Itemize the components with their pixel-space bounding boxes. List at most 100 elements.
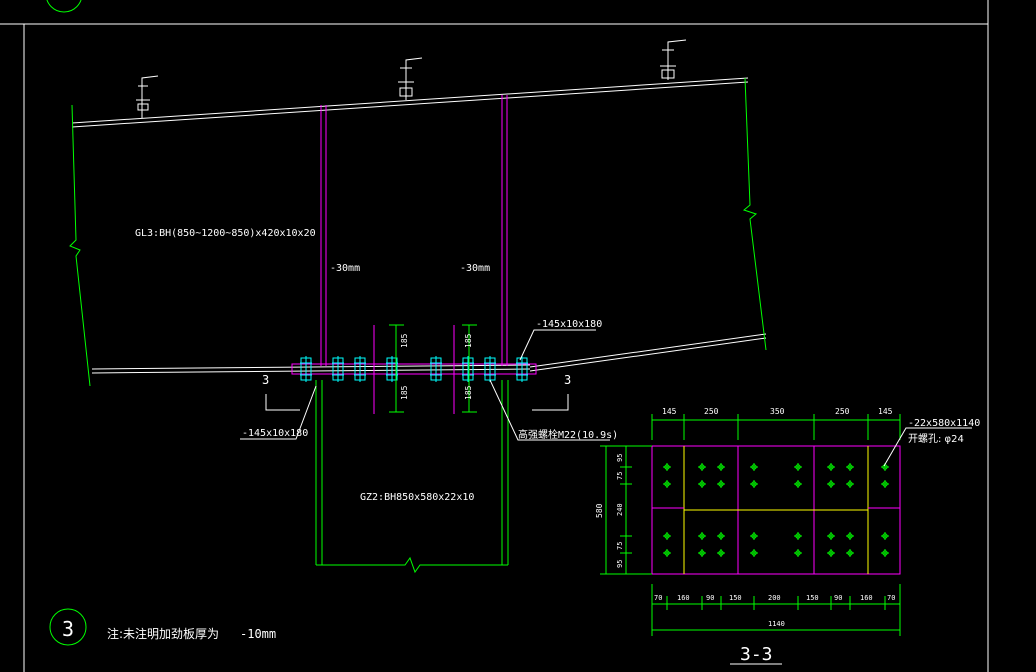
purlin-bracket-2	[398, 57, 423, 100]
bolt-hole	[881, 480, 889, 488]
bolt-leader	[489, 379, 610, 441]
bolts	[300, 356, 528, 382]
section-stiffener-lines	[652, 446, 900, 574]
bolt	[516, 356, 528, 382]
bolt-dim-lower-left: 185	[400, 385, 409, 400]
plate-leader-top	[519, 329, 596, 361]
beam-break-lines	[69, 77, 767, 387]
bolt-hole	[698, 480, 706, 488]
bolt-hole	[698, 463, 706, 471]
bolt-dim-lower-right: 185	[464, 385, 473, 400]
bolt-hole	[827, 532, 835, 540]
bolt-hole	[794, 532, 802, 540]
detail-circle	[49, 608, 87, 646]
bottom-dim-9: 70	[887, 594, 895, 602]
bottom-dim-lines	[651, 584, 901, 636]
bolt-hole	[794, 549, 802, 557]
bolt-hole	[827, 463, 835, 471]
total-width: 1140	[768, 620, 785, 628]
section-title: 3-3	[740, 644, 773, 665]
note-text: 注:未注明加劲板厚为	[107, 626, 219, 641]
bolt-hole	[794, 463, 802, 471]
bolt-hole	[663, 480, 671, 488]
bolt-note-spec: M22(10.9s)	[558, 430, 618, 441]
height-total: 580	[595, 503, 604, 518]
beam-outline	[71, 77, 767, 374]
section-hole-label: 开螺孔: φ24	[908, 433, 964, 445]
left-dim-3: 240	[616, 503, 624, 516]
top-dim-3: 350	[770, 407, 785, 416]
top-dim-1: 145	[662, 407, 677, 416]
bolt-dimension-lines	[389, 324, 477, 413]
note-value: -10mm	[240, 627, 276, 641]
stiffener-right-label: -30mm	[460, 263, 490, 274]
bottom-dim-6: 150	[806, 594, 819, 602]
bolt-hole	[846, 549, 854, 557]
bolt-hole	[881, 532, 889, 540]
bottom-dim-4: 150	[729, 594, 742, 602]
bolt-hole	[717, 463, 725, 471]
bolt-hole	[827, 480, 835, 488]
detail-number: 3	[62, 617, 74, 641]
plate-leader-bottom	[240, 385, 317, 440]
left-dim-lines	[600, 445, 652, 575]
bolt-hole	[717, 532, 725, 540]
bolt-hole	[750, 480, 758, 488]
bolt	[462, 356, 474, 382]
left-dim-4: 75	[616, 542, 624, 550]
top-dim-5: 145	[878, 407, 893, 416]
top-dim-4: 250	[835, 407, 850, 416]
top-detail-circle	[46, 0, 82, 13]
bolt-note-label: 高强螺栓	[518, 428, 558, 441]
bolt-hole	[881, 549, 889, 557]
plate-label-leader	[883, 427, 972, 467]
bolt-hole	[750, 532, 758, 540]
bolt-hole	[717, 549, 725, 557]
bottom-dim-1: 70	[654, 594, 662, 602]
purlin-bracket-1	[136, 75, 159, 118]
bolt-hole	[846, 532, 854, 540]
end-plate	[291, 363, 537, 375]
drawing-frame	[0, 0, 989, 672]
bolt	[430, 356, 442, 382]
bolt-hole	[698, 549, 706, 557]
bolt-hole	[846, 463, 854, 471]
bolt-hole	[663, 532, 671, 540]
left-dim-5: 95	[616, 560, 624, 568]
section-view: 145 250 350 250 145 580 95 75 240 75 95 …	[595, 407, 980, 665]
section-marker-left-label: 3	[262, 373, 269, 387]
bolt-hole	[750, 463, 758, 471]
bottom-dim-3: 90	[706, 594, 714, 602]
top-dim-lines	[651, 414, 901, 440]
bottom-dim-7: 90	[834, 594, 842, 602]
section-marker-right	[532, 394, 569, 411]
section-marker-left	[265, 394, 300, 411]
bolt-hole	[717, 480, 725, 488]
bolt-hole	[846, 480, 854, 488]
bottom-dim-2: 160	[677, 594, 690, 602]
plate-label-top: -145x10x180	[536, 319, 602, 330]
left-dim-2: 75	[616, 472, 624, 480]
stiffeners	[320, 95, 508, 414]
top-dim-2: 250	[704, 407, 719, 416]
purlin-bracket-3	[660, 39, 687, 80]
stiffener-left-label: -30mm	[330, 263, 360, 274]
beam-label: GL3:BH(850~1200~850)x420x10x20	[135, 228, 316, 239]
bolt-hole	[663, 463, 671, 471]
bolt-hole	[663, 549, 671, 557]
section-plate	[651, 445, 901, 575]
column-outline	[315, 380, 509, 574]
bottom-dim-5: 200	[768, 594, 781, 602]
bolt-dim-upper-right: 185	[464, 333, 473, 348]
section-plate-label: -22x580x1140	[908, 418, 980, 429]
bolt-dim-upper-left: 185	[400, 333, 409, 348]
section-marker-right-label: 3	[564, 373, 571, 387]
bolt	[332, 356, 344, 382]
bolt-hole	[698, 532, 706, 540]
bolt-hole	[827, 549, 835, 557]
bolt-hole	[750, 549, 758, 557]
plate-label-bottom: -145x10x180	[242, 428, 308, 439]
bolt	[354, 356, 366, 382]
bolt	[300, 356, 312, 382]
